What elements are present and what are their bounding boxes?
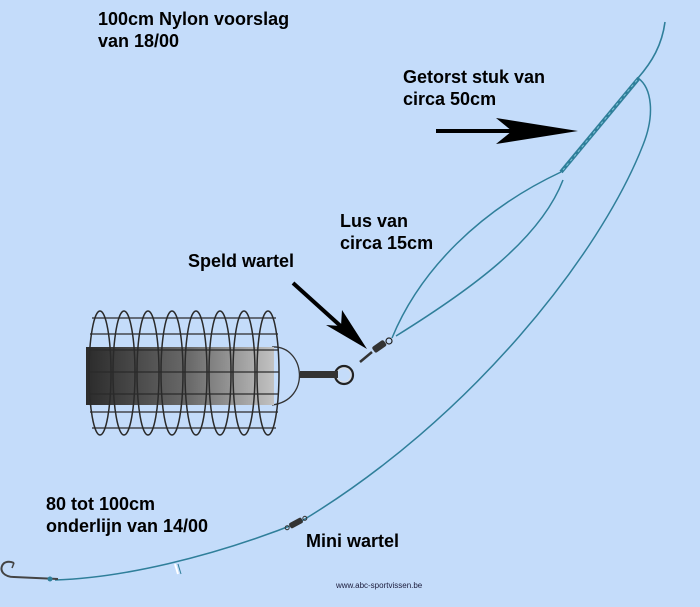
arrow-to-twisted-section xyxy=(436,118,578,144)
mini-swivel xyxy=(284,515,308,531)
loop-strands xyxy=(391,171,564,339)
mini-swivel-label: Mini wartel xyxy=(306,531,400,551)
arrow-to-snap-swivel xyxy=(291,281,367,349)
main-line xyxy=(637,21,666,79)
feeder-body xyxy=(86,347,274,405)
nylon-leader-label: 100cm Nylon voorslag van 18/00 xyxy=(98,8,289,52)
snap-swivel-label: Speld wartel xyxy=(188,251,295,271)
nylon-leader-line2: van 18/00 xyxy=(98,31,180,51)
hooklength-line1: 80 tot 100cm xyxy=(46,494,156,514)
hook xyxy=(0,560,59,582)
twisted-section-line1: Getorst stuk van xyxy=(403,67,546,87)
line-stop xyxy=(174,563,182,575)
website-credit: www.abc-sportvissen.be xyxy=(336,581,423,590)
feeder-basket xyxy=(86,310,338,436)
loop-line1: Lus van xyxy=(340,211,409,231)
nylon-leader-line1: 100cm Nylon voorslag xyxy=(98,9,290,29)
snap-swivel xyxy=(359,337,393,363)
twisted-section-label: Getorst stuk van circa 50cm xyxy=(403,66,545,110)
twisted-section xyxy=(559,76,641,174)
twisted-section-line2: circa 50cm xyxy=(403,89,497,109)
hooklength-line2: onderlijn van 14/00 xyxy=(46,516,209,536)
loop-label: Lus van circa 15cm xyxy=(340,210,433,254)
loop-line2: circa 15cm xyxy=(340,233,434,253)
hooklength-label: 80 tot 100cm onderlijn van 14/00 xyxy=(46,493,208,537)
hooklength-line xyxy=(54,77,652,581)
